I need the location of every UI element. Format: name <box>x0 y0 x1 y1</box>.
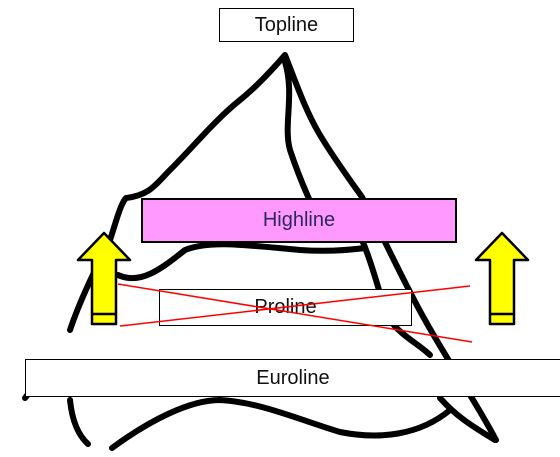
mountain-left-lower-ridge <box>115 241 368 282</box>
highline-box: Highline <box>141 198 457 243</box>
up-arrow-icon <box>474 231 530 326</box>
highline-fill <box>141 198 457 243</box>
highline-label: Highline <box>262 209 336 231</box>
euroline-label: Euroline <box>256 366 330 389</box>
euroline-box: Euroline <box>25 359 560 397</box>
mountain-left-leg <box>67 397 91 447</box>
mountain-bottom-right <box>437 395 498 443</box>
proline-box: Proline <box>159 289 412 326</box>
up-arrow-icon <box>76 231 132 326</box>
topline-label: Topline <box>254 13 319 36</box>
mountain-bottom-inner <box>109 397 453 451</box>
topline-box: Topline <box>219 8 354 42</box>
proline-label: Proline <box>254 296 317 318</box>
